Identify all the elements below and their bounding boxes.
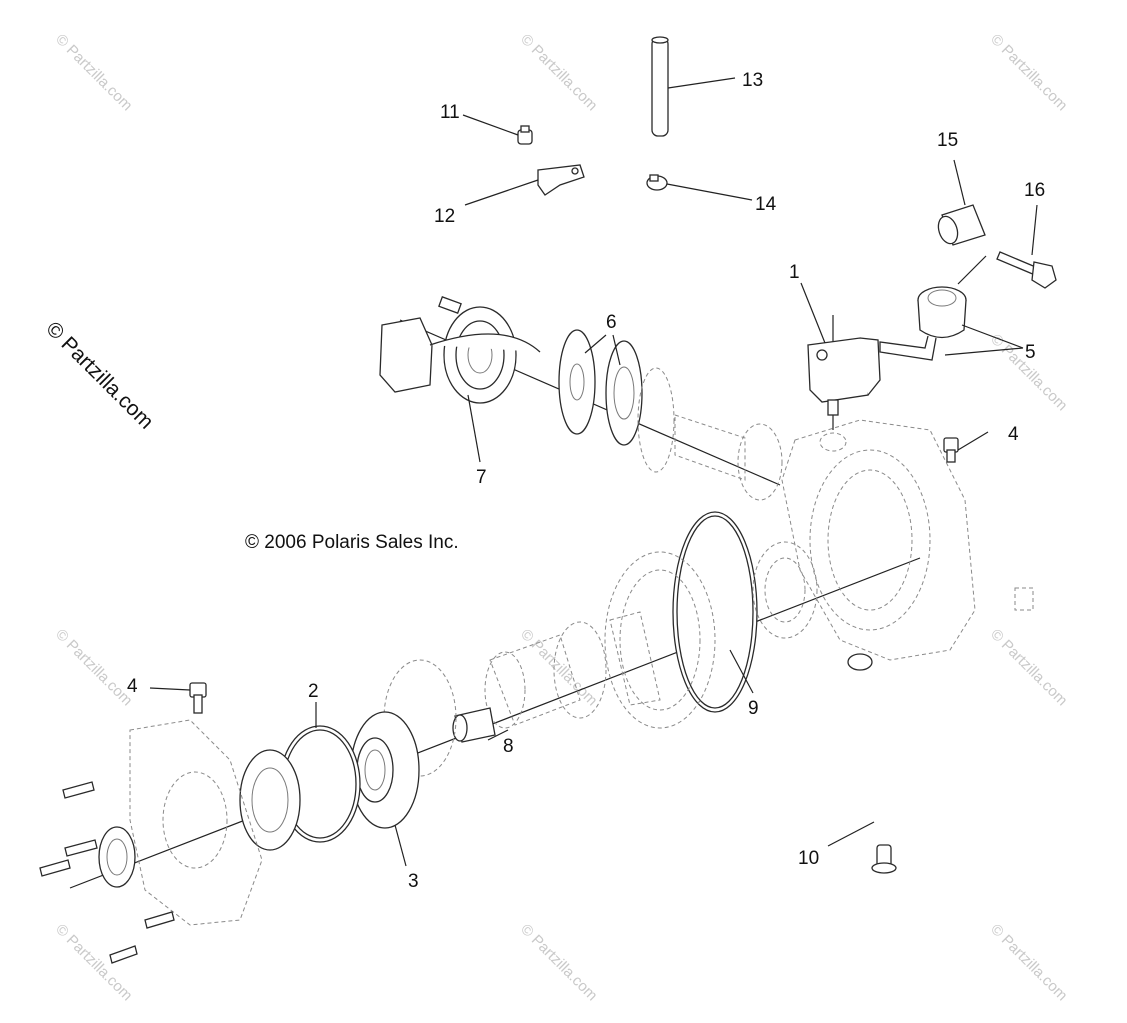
callout-4-upper: 4	[1008, 424, 1019, 445]
part-15-bushing-icon	[937, 204, 986, 246]
part-2-oring-icon	[279, 725, 361, 843]
part-4-breather-upper-icon	[943, 437, 959, 463]
part-13-tube-icon	[651, 36, 669, 137]
watermark-tile: © Partzilla.com	[517, 921, 600, 1004]
part-7-sensor-housing-icon	[379, 296, 541, 404]
copyright-text: © 2006 Polaris Sales Inc.	[245, 532, 459, 553]
part-16-bolt-icon	[996, 251, 1057, 289]
callout-14: 14	[755, 194, 777, 215]
watermark-tile: © Partzilla.com	[52, 626, 135, 709]
main-housing-icon	[781, 419, 1034, 671]
watermark-tile: © Partzilla.com	[52, 31, 135, 114]
clutch-cage-icon	[484, 621, 607, 729]
part-5-reservoir-icon	[879, 286, 967, 361]
callout-6: 6	[606, 312, 617, 333]
part-4-breather-lower-icon	[189, 682, 207, 714]
watermark-tile: © Partzilla.com	[987, 626, 1070, 709]
callout-7: 7	[476, 467, 487, 488]
callout-3: 3	[408, 871, 419, 892]
callout-1: 1	[789, 262, 800, 283]
callout-11: 11	[440, 102, 460, 123]
cover-housing-icon	[98, 719, 263, 926]
part-12-bracket-icon	[537, 164, 585, 196]
callout-13: 13	[742, 70, 763, 91]
callout-12: 12	[434, 206, 455, 227]
cover-bolts-icon	[39, 781, 175, 964]
callout-15: 15	[937, 130, 958, 151]
watermark-tile: © Partzilla.com	[52, 921, 135, 1004]
callout-16: 16	[1024, 180, 1045, 201]
side-watermark: © Partzilla.com	[41, 317, 157, 433]
callout-4-lower: 4	[127, 676, 138, 697]
ring-gear-icon	[604, 551, 716, 729]
callout-9: 9	[748, 698, 759, 719]
part-9-oring-icon	[672, 511, 818, 713]
cover-bearing-icon	[239, 749, 301, 851]
watermark-tile: © Partzilla.com	[517, 31, 600, 114]
callout-5: 5	[1025, 342, 1036, 363]
part-6-washers-icon	[558, 329, 675, 473]
watermark-tile: © Partzilla.com	[987, 31, 1070, 114]
pinion-shaft-icon	[674, 414, 783, 501]
part-3-armature-plate-icon	[350, 659, 457, 829]
part-11-fitting-icon	[517, 125, 533, 145]
part-14-clamp-icon	[646, 174, 668, 191]
callout-8: 8	[503, 736, 514, 757]
leader-lines	[149, 77, 1038, 867]
callout-10: 10	[798, 848, 819, 869]
part-1-actuator-icon	[807, 337, 881, 416]
watermark-tile: © Partzilla.com	[987, 921, 1070, 1004]
callout-2: 2	[308, 681, 319, 702]
part-10-bolt-icon	[871, 844, 897, 874]
callout-labels: 13 14 11 12 15 16 1 5 6 7 4 4 2 3 8 9 10	[127, 70, 1045, 892]
part-8-bushing-icon	[452, 707, 496, 743]
